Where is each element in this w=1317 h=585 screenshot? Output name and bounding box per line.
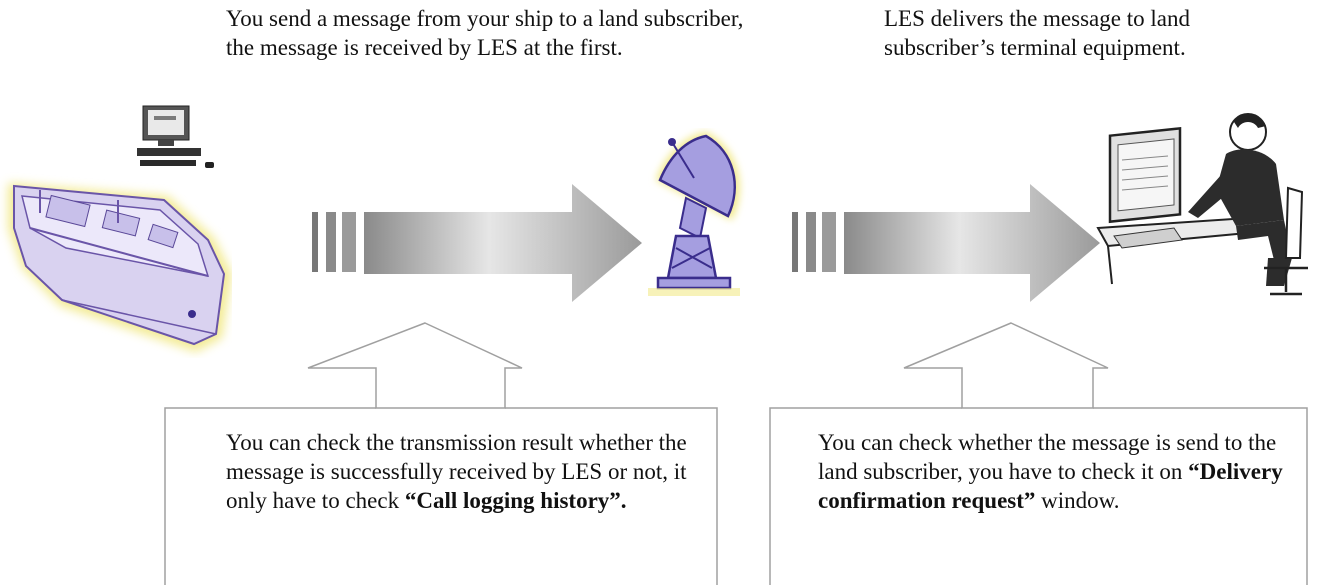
note-right-text: You can check whether the message is sen… xyxy=(818,430,1277,484)
flow-arrow-ship-to-les xyxy=(312,184,642,302)
note-transmission-result: You can check the transmission result wh… xyxy=(226,428,706,515)
flow-arrow-les-to-subscriber xyxy=(792,184,1100,302)
call-logging-history-label: “Call logging history”. xyxy=(404,488,627,513)
note-right-tail: window. xyxy=(1035,488,1120,513)
note-delivery-confirmation: You can check whether the message is sen… xyxy=(818,428,1298,515)
note-left-text: You can check the transmission result wh… xyxy=(226,430,687,513)
operator-at-terminal-icon xyxy=(1096,113,1308,296)
callout-arrow-left xyxy=(307,322,523,409)
caption-deliver: LES delivers the message to land subscri… xyxy=(884,6,1190,60)
computer-icon xyxy=(137,105,214,168)
callout-arrow-right xyxy=(903,322,1109,409)
satellite-dish-icon xyxy=(648,132,740,296)
caption-send: You send a message from your ship to a l… xyxy=(226,6,744,60)
delivery-confirmation-request-label: “Delivery confirmation request” xyxy=(818,459,1283,513)
ship-icon xyxy=(8,105,232,352)
